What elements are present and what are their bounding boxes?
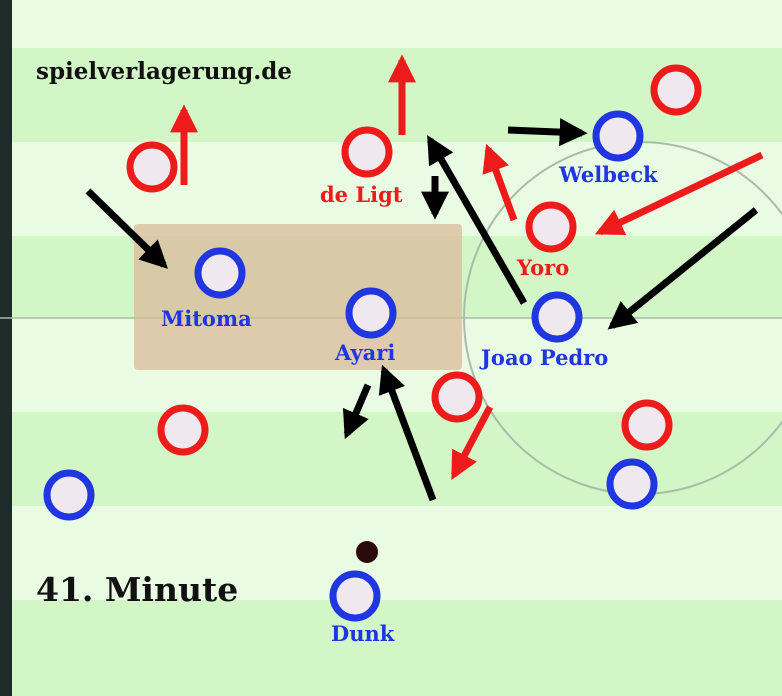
player-mitoma <box>194 247 246 299</box>
player-red-right-low <box>621 399 673 451</box>
arrow-to-ayari <box>378 364 437 502</box>
black-arrows <box>85 118 759 502</box>
arrow-yoro-push <box>482 143 518 222</box>
player-de-ligt <box>341 126 393 178</box>
player-ayari <box>345 287 397 339</box>
player-red-center <box>431 371 483 423</box>
red-team <box>126 64 702 456</box>
player-yoro <box>525 201 577 253</box>
player-blue-left-back <box>43 469 95 521</box>
label-yoro: Yoro <box>517 255 570 280</box>
minute-label: 41. Minute <box>36 570 239 609</box>
label-de-ligt: de Ligt <box>320 182 403 207</box>
site-watermark: spielverlagerung.de <box>36 58 292 85</box>
label-mitoma: Mitoma <box>161 306 252 331</box>
player-red-top-right <box>650 64 702 116</box>
arrow-joao-pedro-run <box>426 135 528 305</box>
arrow-to-welbeck <box>507 118 588 147</box>
label-joao-pedro: Joao Pedro <box>481 345 609 370</box>
arrow-red-center-drop <box>450 405 494 480</box>
label-ayari: Ayari <box>335 340 396 365</box>
highlight-zone <box>134 224 462 370</box>
ball <box>356 541 378 563</box>
player-blue-right <box>606 458 658 510</box>
player-welbeck <box>592 110 644 162</box>
left-edge <box>0 0 12 696</box>
player-dunk <box>329 570 381 622</box>
label-welbeck: Welbeck <box>559 162 658 187</box>
blue-team <box>43 110 658 622</box>
label-dunk: Dunk <box>331 621 395 646</box>
player-joao-pedro <box>531 291 583 343</box>
player-red-left-top <box>126 141 178 193</box>
red-arrows <box>170 54 764 480</box>
arrow-to-joao-pedro <box>607 207 759 330</box>
arrow-to-mitoma <box>85 188 169 269</box>
arrow-ayari-drop <box>342 383 372 440</box>
arrow-red-press <box>594 151 764 236</box>
player-red-left-mid <box>157 404 209 456</box>
